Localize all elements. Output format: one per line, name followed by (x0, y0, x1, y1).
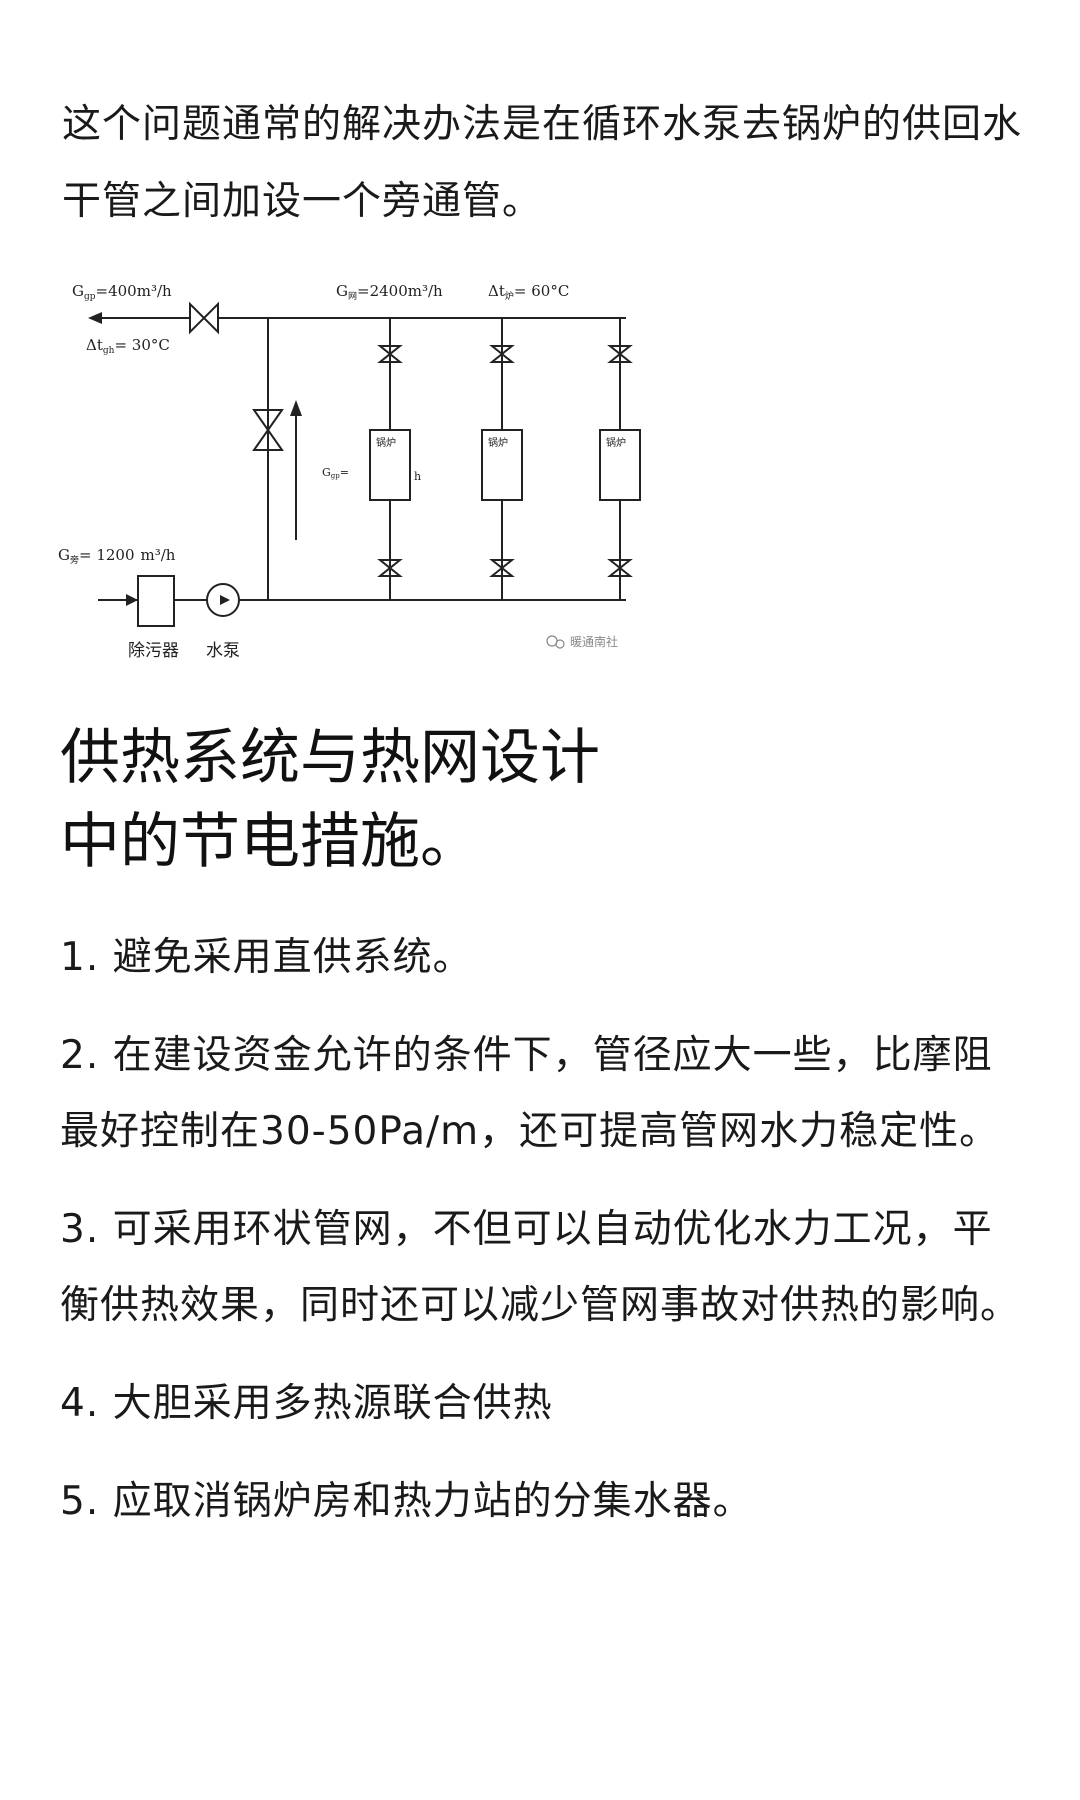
section-heading-line-1: 供热系统与热网设计 (60, 723, 600, 793)
boiler-1-shape (369, 429, 411, 501)
label-ggp: Ggp= (322, 466, 349, 480)
list-item: 4. 大胆采用多热源联合供热 (60, 1381, 553, 1426)
list-item: 3. 可采用环状管网，不但可以自动优化水力工况，平衡供热效果，同时还可以减少管网… (60, 1207, 1021, 1328)
svg-text:暖通南社: 暖通南社 (570, 634, 618, 649)
list-item: 5. 应取消锅炉房和热力站的分集水器。 (60, 1479, 753, 1524)
section-heading-line-2: 中的节电措施。 (60, 807, 480, 877)
boiler-3-label: 锅炉 (606, 437, 626, 449)
label-gnet: G网=2400m³/h (336, 282, 443, 302)
intro-paragraph: 这个问题通常的解决办法是在循环水泵去锅炉的供回水干管之间加设一个旁通管。 (62, 102, 1023, 224)
watermark: 暖通南社 (546, 634, 618, 649)
list-item: 2. 在建设资金允许的条件下，管径应大一些，比摩阻最好控制在30-50Pa/m，… (60, 1033, 1000, 1154)
boiler-2-shape (481, 429, 523, 501)
label-ggp-unit: h (414, 470, 421, 483)
decontaminator-label: 除污器 (128, 641, 179, 661)
label-dt-gh: Δtgh= 30°C (86, 336, 170, 356)
boiler-3-shape (599, 429, 641, 501)
section-heading: 供热系统与热网设计 中的节电措施。 (60, 716, 760, 884)
boiler-2-label: 锅炉 (488, 437, 508, 449)
valve-bypass (252, 409, 284, 451)
label-dt-lu: Δt炉= 60°C (488, 282, 569, 302)
measures-list: 1. 避免采用直供系统。 2. 在建设资金允许的条件下，管径应大一些，比摩阻最好… (60, 920, 1022, 1562)
label-gp: Ggp=400m³/h (72, 282, 172, 302)
decontaminator-shape (137, 575, 175, 627)
list-item: 1. 避免采用直供系统。 (60, 935, 473, 980)
pump-label: 水泵 (206, 641, 240, 661)
boiler-1-label: 锅炉 (376, 437, 396, 449)
bypass-pipe-diagram: Ggp=400m³/h Δtgh= 30°C G网=2400m³/h Δt炉= … (58, 282, 641, 661)
valve-main (189, 301, 219, 335)
